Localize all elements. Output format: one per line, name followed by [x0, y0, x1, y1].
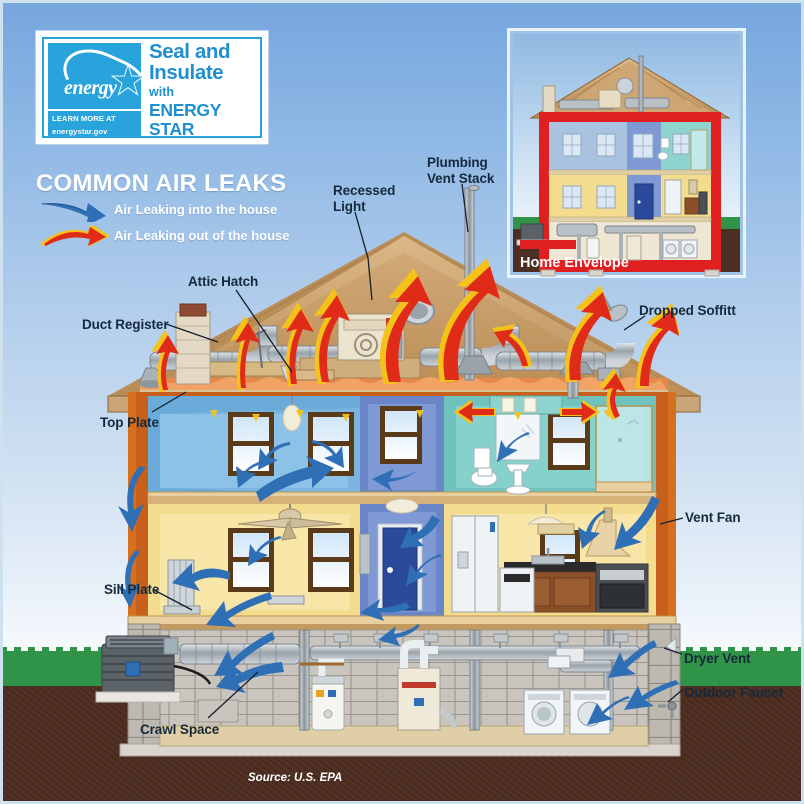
- logo-text-block: Seal and Insulate with ENERGY STAR: [149, 40, 259, 139]
- energy-wordmark: energy: [64, 77, 117, 99]
- logo-headline-1: Seal and: [149, 40, 231, 63]
- inset-caption: Home Envelope: [520, 255, 629, 271]
- logo-headline-2: Insulate: [149, 60, 224, 84]
- blue-arrow-icon: [41, 203, 106, 226]
- home-envelope-inset: Home Envelope: [507, 28, 746, 278]
- callout-vent-fan: Vent Fan: [685, 510, 741, 525]
- callout-duct-register: Duct Register: [82, 317, 169, 332]
- learn-more-line2: energystar.gov: [52, 127, 108, 136]
- callout-plumbing-vent-stack: Plumbing Vent Stack: [427, 155, 495, 186]
- callout-attic-hatch: Attic Hatch: [188, 274, 259, 289]
- logo-with-word: with: [149, 85, 174, 99]
- legend-label-air-out: Air Leaking out of the house: [114, 228, 290, 243]
- callout-outdoor-faucet: Outdoor Faucet: [684, 685, 784, 700]
- callout-crawl-space: Crawl Space: [140, 722, 220, 737]
- inset-house-svg: [516, 55, 731, 277]
- envelope-color-swatch: [520, 240, 576, 249]
- page-title: COMMON AIR LEAKS: [36, 170, 287, 197]
- callout-top-plate: Top Plate: [100, 415, 159, 430]
- source-credit: Source: U.S. EPA: [248, 772, 343, 784]
- callout-dryer-vent: Dryer Vent: [684, 651, 751, 666]
- callout-sill-plate: Sill Plate: [104, 582, 160, 597]
- logo-brand: ENERGY STAR: [149, 100, 221, 139]
- legend-item-air-out: Air Leaking out of the house: [40, 223, 290, 248]
- legend-label-air-in: Air Leaking into the house: [114, 202, 278, 217]
- energy-swoosh-block: energy: [48, 38, 158, 122]
- learn-more-line1: LEARN MORE AT: [52, 114, 116, 123]
- learn-more-block[interactable]: LEARN MORE AT energystar.gov: [48, 111, 141, 136]
- energy-star-logo[interactable]: energy LEARN MORE AT energystar.gov Seal…: [36, 31, 268, 144]
- logo-inner-border: [42, 37, 262, 138]
- callout-dropped-soffitt: Dropped Soffitt: [639, 303, 736, 318]
- legend-item-air-in: Air Leaking into the house: [40, 200, 277, 226]
- red-arrow-icon: [40, 223, 110, 247]
- callout-recessed-light: Recessed Light: [333, 183, 396, 214]
